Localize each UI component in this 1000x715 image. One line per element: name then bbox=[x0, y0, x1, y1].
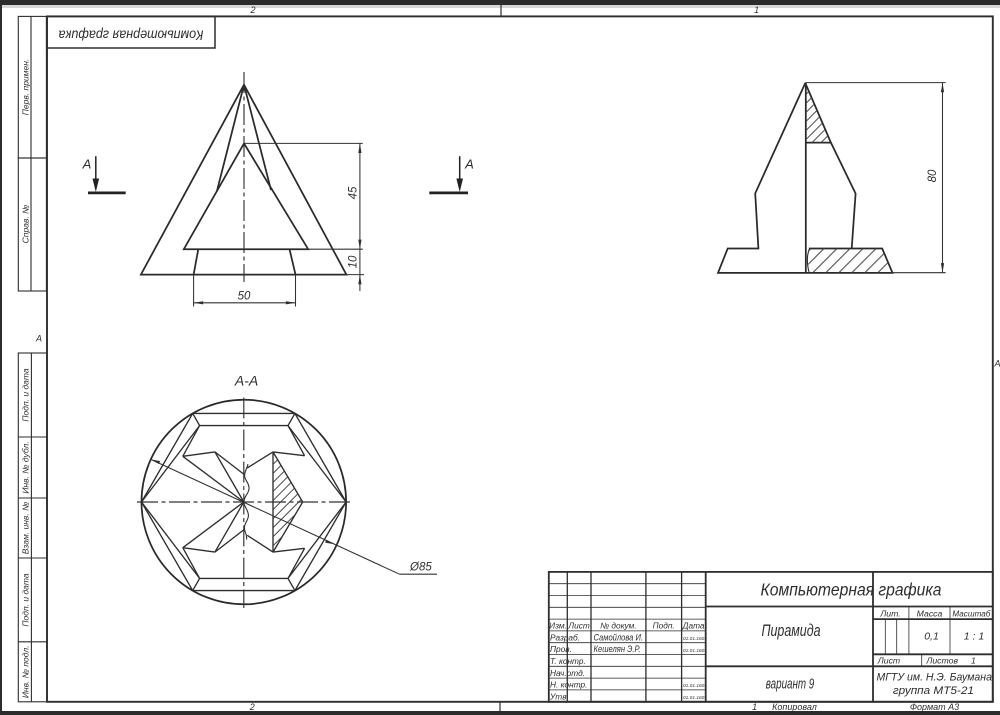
svg-text:1: 1 bbox=[752, 702, 757, 712]
svg-text:1: 1 bbox=[754, 5, 759, 15]
svg-text:А: А bbox=[35, 334, 42, 344]
svg-text:2: 2 bbox=[249, 702, 255, 712]
svg-text:1 : 1: 1 : 1 bbox=[964, 631, 984, 643]
svg-text:Нач.отд.: Нач.отд. bbox=[550, 668, 585, 678]
svg-text:Инв. № подл.: Инв. № подл. bbox=[21, 645, 31, 698]
svg-text:Н. контр.: Н. контр. bbox=[550, 680, 587, 690]
svg-text:Кешелян Э.Р.: Кешелян Э.Р. bbox=[594, 644, 641, 655]
svg-text:Лист: Лист bbox=[877, 656, 900, 666]
svg-text:А: А bbox=[82, 157, 92, 172]
svg-text:Ø85: Ø85 bbox=[409, 562, 432, 574]
svg-text:1: 1 bbox=[971, 656, 976, 666]
svg-text:Утв.: Утв. bbox=[549, 691, 569, 701]
svg-text:2: 2 bbox=[249, 5, 255, 15]
svg-text:0,1: 0,1 bbox=[924, 631, 939, 643]
svg-text:Справ. №: Справ. № bbox=[21, 205, 31, 244]
svg-text:Масштаб: Масштаб bbox=[952, 608, 991, 618]
svg-text:Подп. и дата: Подп. и дата bbox=[21, 573, 31, 626]
svg-text:01.01.1601: 01.01.1601 bbox=[683, 695, 707, 701]
svg-text:вариант 9: вариант 9 bbox=[766, 677, 815, 693]
svg-text:Перв. примен.: Перв. примен. bbox=[21, 59, 31, 116]
svg-text:Компьютерная графика: Компьютерная графика bbox=[58, 28, 203, 43]
svg-text:МГТУ им. Н.Э. Баумана: МГТУ им. Н.Э. Баумана bbox=[876, 672, 992, 684]
svg-text:А-А: А-А bbox=[234, 373, 258, 389]
svg-text:Т. контр.: Т. контр. bbox=[550, 656, 586, 666]
svg-text:80: 80 bbox=[927, 169, 939, 182]
svg-text:Разраб.: Разраб. bbox=[550, 632, 580, 642]
svg-text:Подп.: Подп. bbox=[653, 621, 675, 631]
svg-text:Самойлова И.: Самойлова И. bbox=[594, 632, 644, 643]
svg-text:А: А bbox=[464, 157, 474, 172]
svg-text:Инв. № дубл.: Инв. № дубл. bbox=[21, 441, 31, 493]
svg-text:Пирамида: Пирамида bbox=[762, 622, 821, 640]
svg-text:Лист: Лист bbox=[567, 621, 589, 631]
svg-text:Формат А3: Формат А3 bbox=[910, 702, 959, 712]
svg-text:Копировал: Копировал bbox=[772, 702, 817, 712]
svg-text:01.01.1601: 01.01.1601 bbox=[683, 683, 707, 689]
svg-text:01.01.1601: 01.01.1601 bbox=[683, 648, 707, 654]
svg-text:Масса: Масса bbox=[917, 608, 943, 618]
svg-text:Изм.: Изм. bbox=[549, 621, 567, 631]
svg-text:45: 45 bbox=[348, 186, 360, 199]
svg-text:А: А bbox=[993, 359, 1000, 369]
svg-text:10: 10 bbox=[348, 255, 360, 268]
svg-text:50: 50 bbox=[238, 291, 251, 303]
svg-text:Лит.: Лит. bbox=[879, 608, 900, 618]
svg-text:Подп. и дата: Подп. и дата bbox=[21, 368, 31, 421]
svg-text:Компьютерная графика: Компьютерная графика bbox=[761, 580, 942, 600]
svg-text:Взам. инв. №: Взам. инв. № bbox=[21, 502, 31, 555]
svg-text:Пров.: Пров. bbox=[550, 644, 572, 654]
svg-text:Листов: Листов bbox=[925, 656, 958, 666]
svg-text:№ докум.: № докум. bbox=[600, 621, 637, 631]
svg-text:01.01.1601: 01.01.1601 bbox=[683, 636, 707, 642]
svg-text:группа МТ5-21: группа МТ5-21 bbox=[893, 685, 974, 697]
svg-text:Дата: Дата bbox=[682, 621, 705, 631]
